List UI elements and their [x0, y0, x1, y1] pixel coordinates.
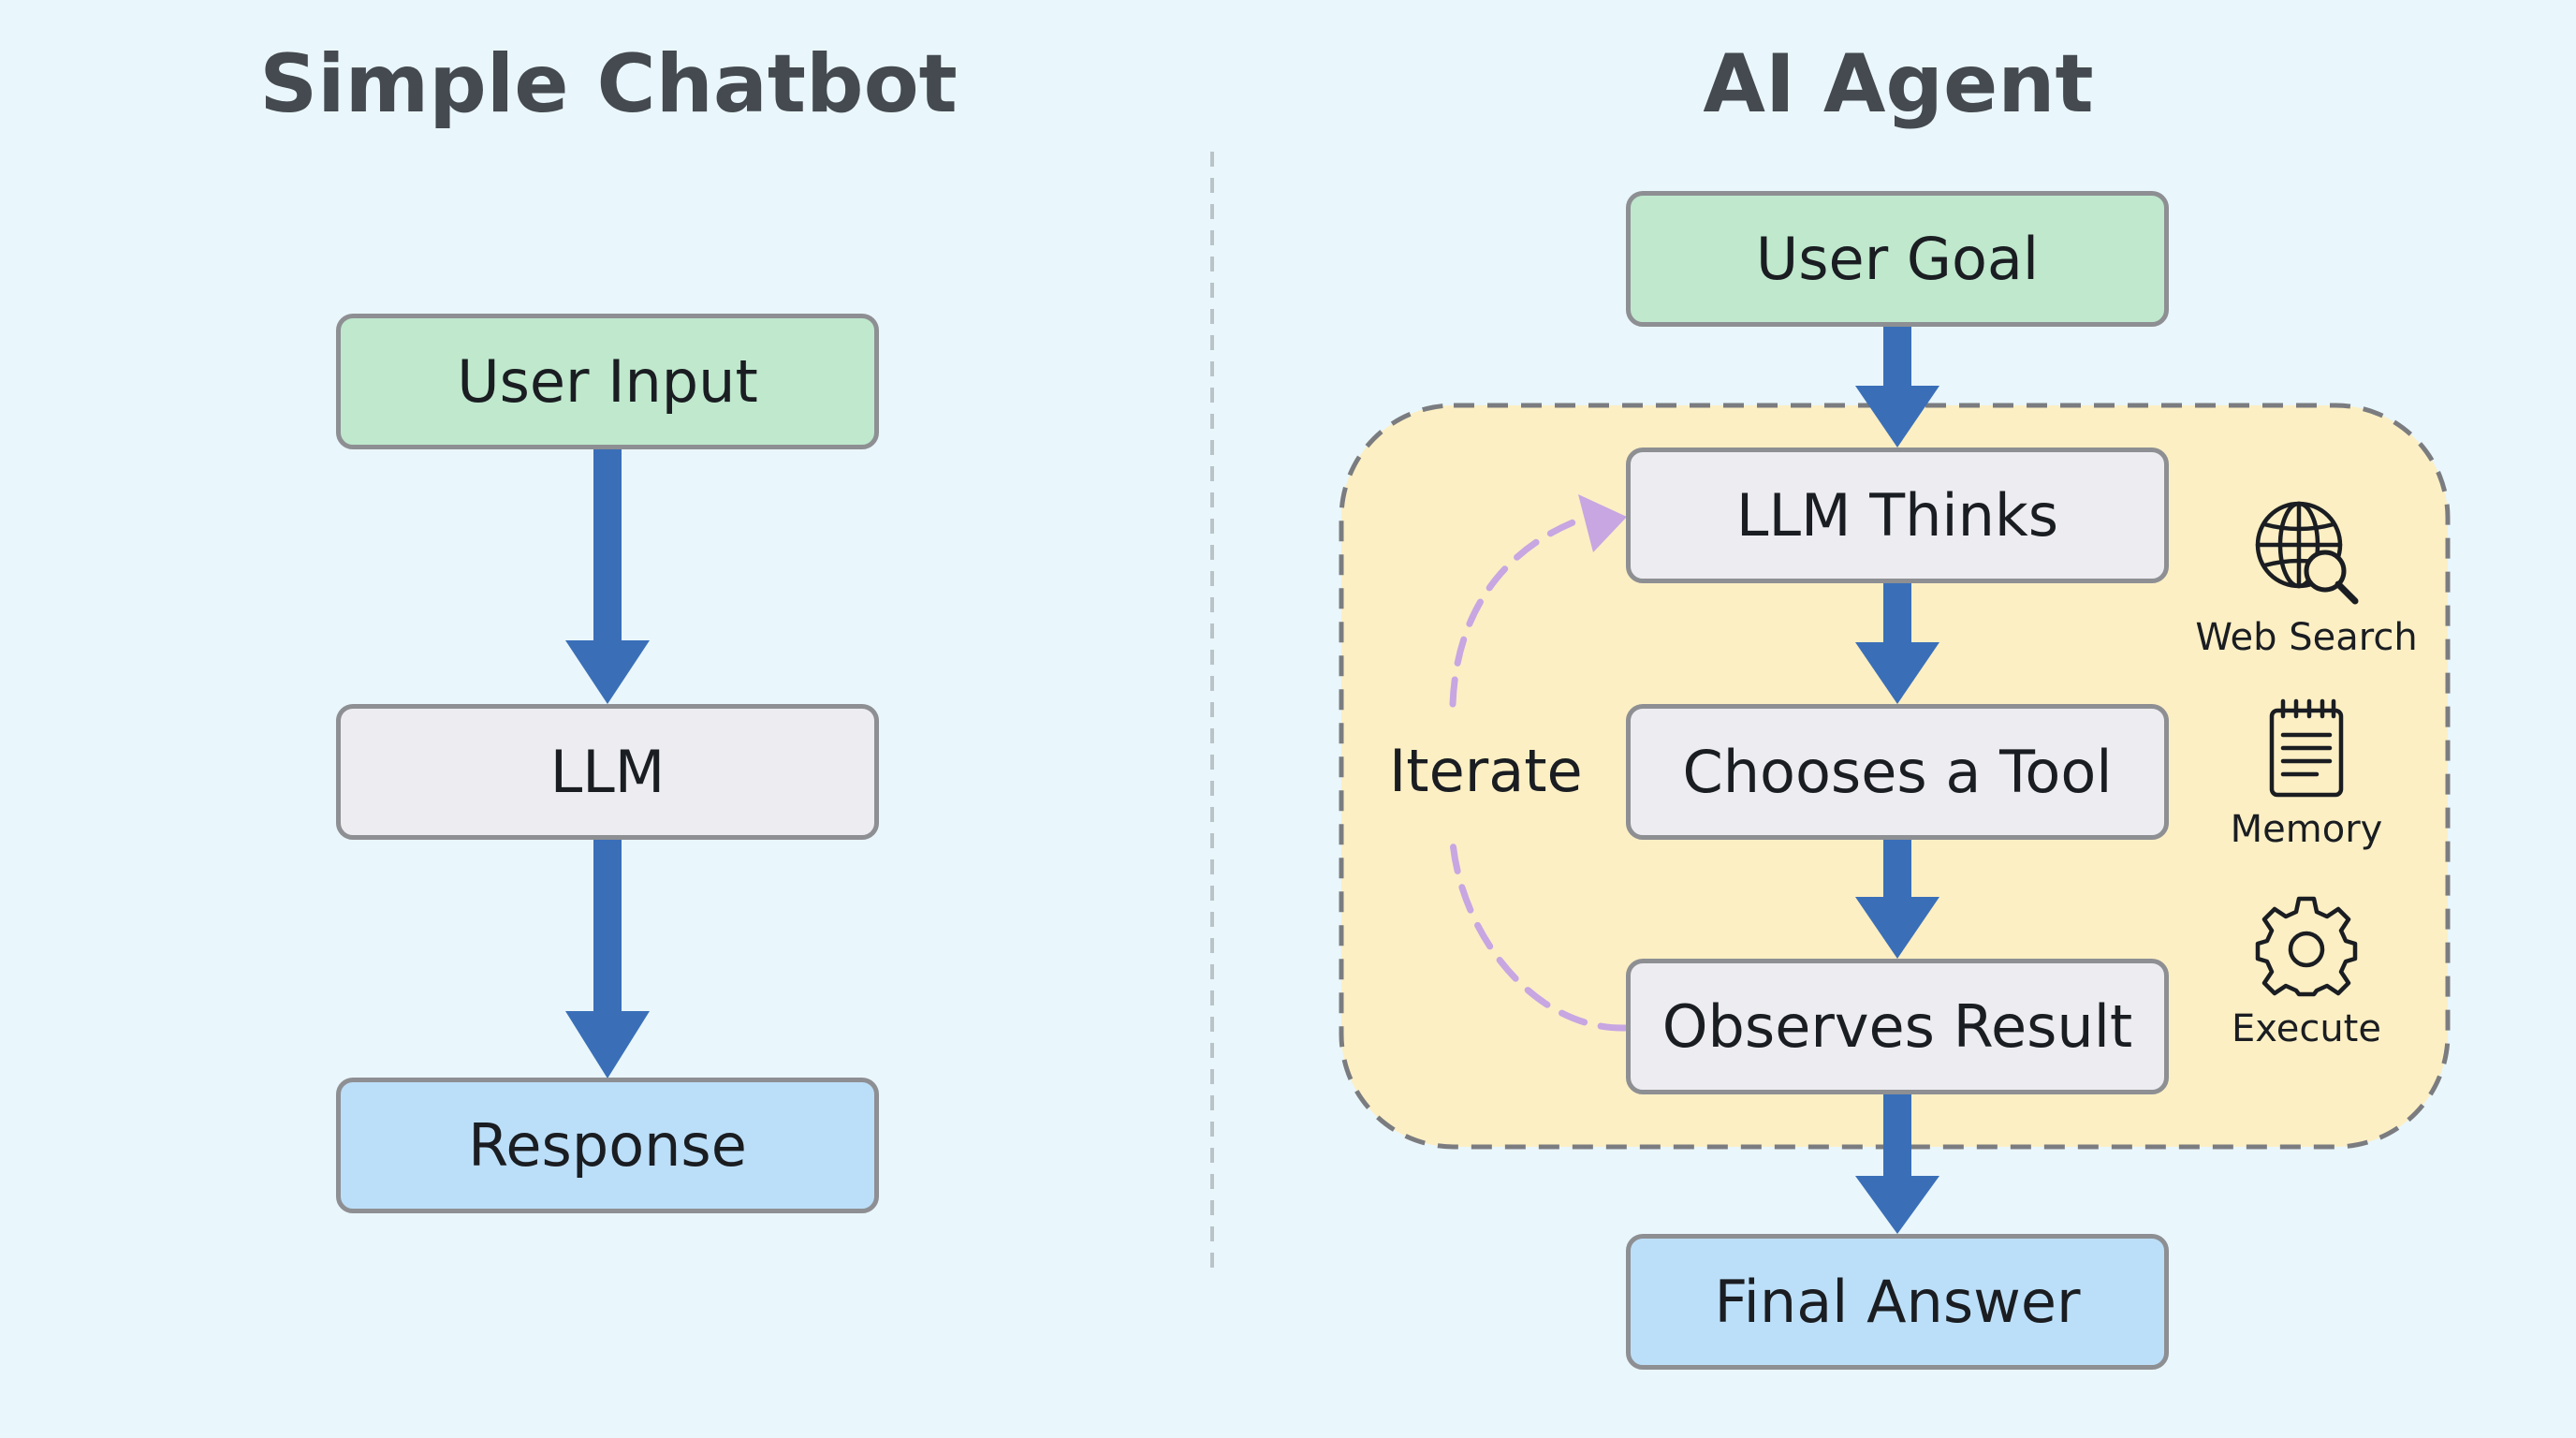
chatbot-title: Simple Chatbot: [259, 37, 958, 131]
arrow-chooses-to-observes: [1855, 839, 1939, 959]
chooses-tool-node: Chooses a Tool: [1626, 704, 2169, 840]
web-search-label: Web Search: [2195, 616, 2418, 659]
iterate-loop-arrow: [1449, 513, 1629, 1032]
llm-thinks-node: LLM Thinks: [1626, 448, 2169, 583]
execute-tool: Execute: [2194, 891, 2419, 1050]
response-label: Response: [468, 1111, 747, 1180]
user-input-node: User Input: [336, 314, 879, 449]
iterate-label: Iterate: [1389, 737, 1583, 805]
observes-result-label: Observes Result: [1661, 992, 2133, 1061]
iterate-arrowhead: [1578, 494, 1627, 552]
user-goal-label: User Goal: [1755, 225, 2040, 293]
web-search-tool: Web Search: [2194, 496, 2419, 659]
arrow-thinks-to-chooses: [1855, 583, 1939, 704]
user-goal-node: User Goal: [1626, 191, 2169, 327]
arrow-llm-to-response: [565, 839, 650, 1078]
final-answer-node: Final Answer: [1626, 1234, 2169, 1370]
globe-search-icon: [2255, 501, 2359, 605]
gear-icon: [2255, 896, 2358, 997]
user-input-label: User Input: [457, 347, 758, 416]
response-node: Response: [336, 1078, 879, 1213]
chooses-tool-label: Chooses a Tool: [1682, 738, 2113, 806]
memory-label: Memory: [2230, 808, 2383, 851]
arrow-input-to-llm: [565, 448, 650, 704]
arrow-goal-to-thinks: [1855, 326, 1939, 448]
observes-result-node: Observes Result: [1626, 959, 2169, 1094]
memory-tool: Memory: [2194, 697, 2419, 851]
notepad-icon: [2269, 698, 2344, 798]
arrow-observes-to-final: [1855, 1093, 1939, 1234]
execute-label: Execute: [2232, 1007, 2381, 1050]
llm-thinks-label: LLM Thinks: [1735, 481, 2059, 550]
llm-node: LLM: [336, 704, 879, 840]
final-answer-label: Final Answer: [1714, 1268, 2081, 1336]
agent-title: AI Agent: [1703, 37, 2094, 131]
llm-label: LLM: [549, 738, 666, 806]
